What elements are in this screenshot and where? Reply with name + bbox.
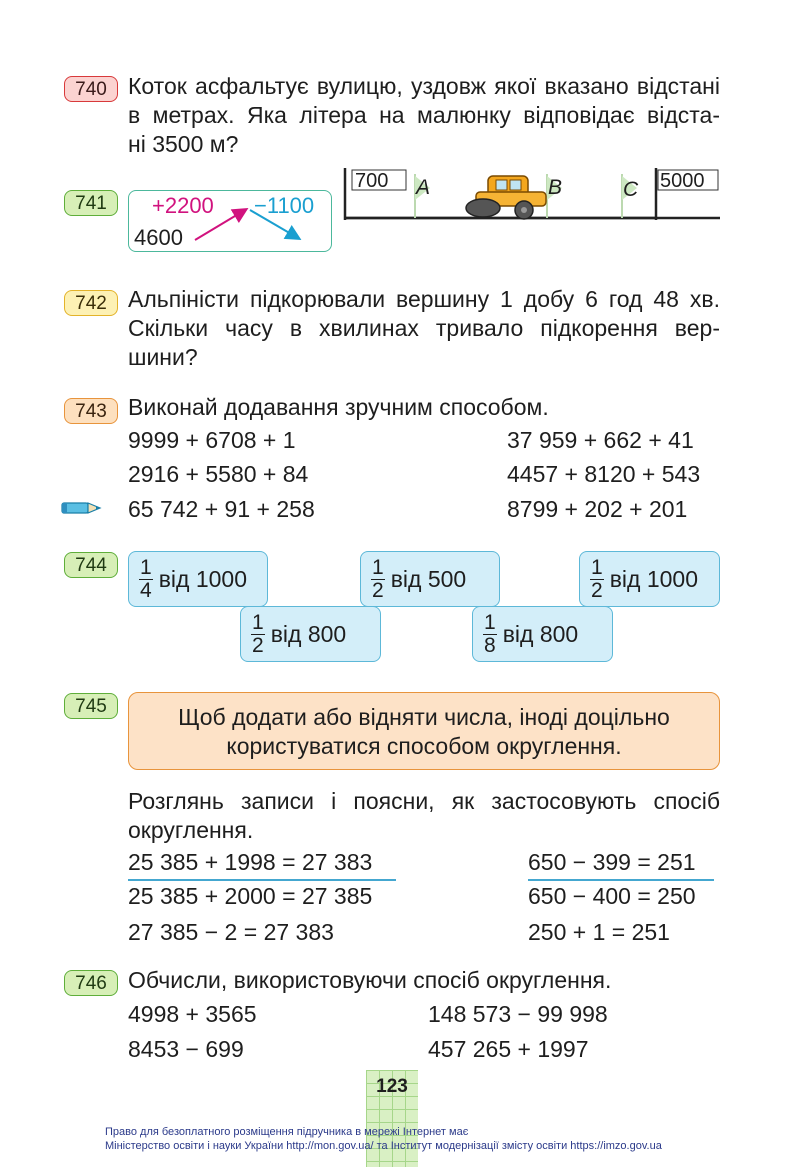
equation: 650 − 400 = 250: [528, 883, 696, 909]
expression: 4457 + 8120 + 543: [507, 461, 701, 487]
exercise-number-742: 742: [64, 290, 118, 316]
rule-box: Щоб додати або відняти числа, іноді доці…: [128, 692, 720, 770]
page-number: 123: [376, 1076, 408, 1097]
fraction-denominator: 2: [252, 633, 264, 657]
fraction-numerator: 1: [483, 610, 497, 635]
expression: 457 265 + 1997: [428, 1036, 589, 1062]
exercise-740-line: в метрах. Яка літера на малюнку відповід…: [128, 102, 720, 128]
fraction-numerator: 1: [371, 555, 385, 580]
chain-box: [128, 190, 332, 252]
expression: 65 742 + 91 + 258: [128, 496, 315, 522]
rule-line: Щоб додати або відняти числа, іноді доці…: [178, 704, 670, 730]
exercise-742-text: Альпіністи підкорювали вершину 1 добу 6 …: [128, 285, 720, 372]
fraction-card-text: від 1000: [158, 565, 247, 592]
expression: 37 959 + 662 + 41: [507, 427, 694, 453]
fraction-numerator: 1: [251, 610, 265, 635]
rule-line: користуватися способом округлення.: [226, 733, 622, 759]
road-end-label: 5000: [660, 170, 705, 192]
equation: 27 385 − 2 = 27 383: [128, 919, 334, 945]
exercise-740-text: Коток асфальтує вулицю, уздовж якої вказ…: [128, 72, 720, 159]
chain-arrows: [194, 207, 302, 241]
fraction-denominator: 2: [591, 578, 603, 602]
exercise-number-746: 746: [64, 970, 118, 996]
flag-b-label: B: [548, 176, 563, 199]
pencil-icon: [61, 502, 102, 514]
fraction-card-text: від 1000: [609, 565, 698, 592]
exercise-742-line: Альпіністи підкорювали вершину 1 добу 6 …: [128, 286, 720, 312]
exercise-number-741: 741: [64, 190, 118, 216]
exercise-745-line: округлення.: [128, 817, 254, 843]
expression: 148 573 − 99 998: [428, 1001, 608, 1027]
chain-plus: +2200: [152, 193, 214, 218]
fraction-denominator: 4: [140, 578, 152, 602]
flag-c-icon: [621, 174, 637, 218]
underline: [128, 879, 396, 881]
expression: 4998 + 3565: [128, 1001, 257, 1027]
exercise-745-task: Розглянь записи і поясни, як застосовуют…: [128, 787, 720, 845]
fraction-denominator: 2: [372, 578, 384, 602]
page-number-strip: [366, 1070, 418, 1167]
flag-c-label: C: [623, 178, 639, 201]
exercise-number-740: 740: [64, 76, 118, 102]
expression: 8453 − 699: [128, 1036, 244, 1062]
expression: 2916 + 5580 + 84: [128, 461, 309, 487]
equation: 25 385 + 1998 = 27 383: [128, 849, 373, 875]
fraction-card-text: від 800: [270, 620, 347, 647]
exercise-742-line: Скільки часу в хвилинах тривало підкорен…: [128, 315, 720, 341]
fraction-denominator: 8: [484, 633, 496, 657]
road-roller-icon: [465, 175, 547, 220]
expression: 8799 + 202 + 201: [507, 496, 688, 522]
flag-a-icon: [414, 174, 430, 218]
equation: 25 385 + 2000 = 27 385: [128, 883, 373, 909]
equation: 250 + 1 = 251: [528, 919, 670, 945]
flag-b-icon: [546, 174, 562, 218]
fraction-card-text: від 800: [502, 620, 579, 647]
exercise-746-task: Обчисли, використовуючи спосіб округленн…: [128, 967, 612, 993]
chain-start: 4600: [134, 225, 183, 250]
chain-minus: −1100: [254, 193, 315, 218]
exercise-number-744: 744: [64, 552, 118, 578]
underline: [528, 879, 714, 881]
expression: 9999 + 6708 + 1: [128, 427, 296, 453]
fraction-numerator: 1: [139, 555, 153, 580]
arrow-minus-icon: [249, 209, 302, 241]
road-start-label: 700: [355, 170, 389, 192]
footer-line: Право для безоплатного розміщення підруч…: [105, 1126, 469, 1138]
exercise-740-line: ні 3500 м?: [128, 131, 239, 157]
fraction-card-text: від 500: [390, 565, 467, 592]
fraction-numerator: 1: [590, 555, 604, 580]
exercise-743-task: Виконай додавання зручним способом.: [128, 394, 549, 420]
exercise-740-line: Коток асфальтує вулицю, уздовж якої вказ…: [128, 73, 720, 99]
footer-line: Міністерство освіти і науки України http…: [105, 1140, 662, 1152]
flag-a-label: A: [416, 176, 431, 199]
arrow-plus-icon: [194, 207, 249, 241]
exercise-number-745: 745: [64, 693, 118, 719]
exercise-745-line: Розглянь записи і поясни, як застосовуют…: [128, 788, 720, 814]
road-diagram: [343, 168, 720, 220]
exercise-742-line: шини?: [128, 344, 198, 370]
exercise-number-743: 743: [64, 398, 118, 424]
equation: 650 − 399 = 251: [528, 849, 696, 875]
